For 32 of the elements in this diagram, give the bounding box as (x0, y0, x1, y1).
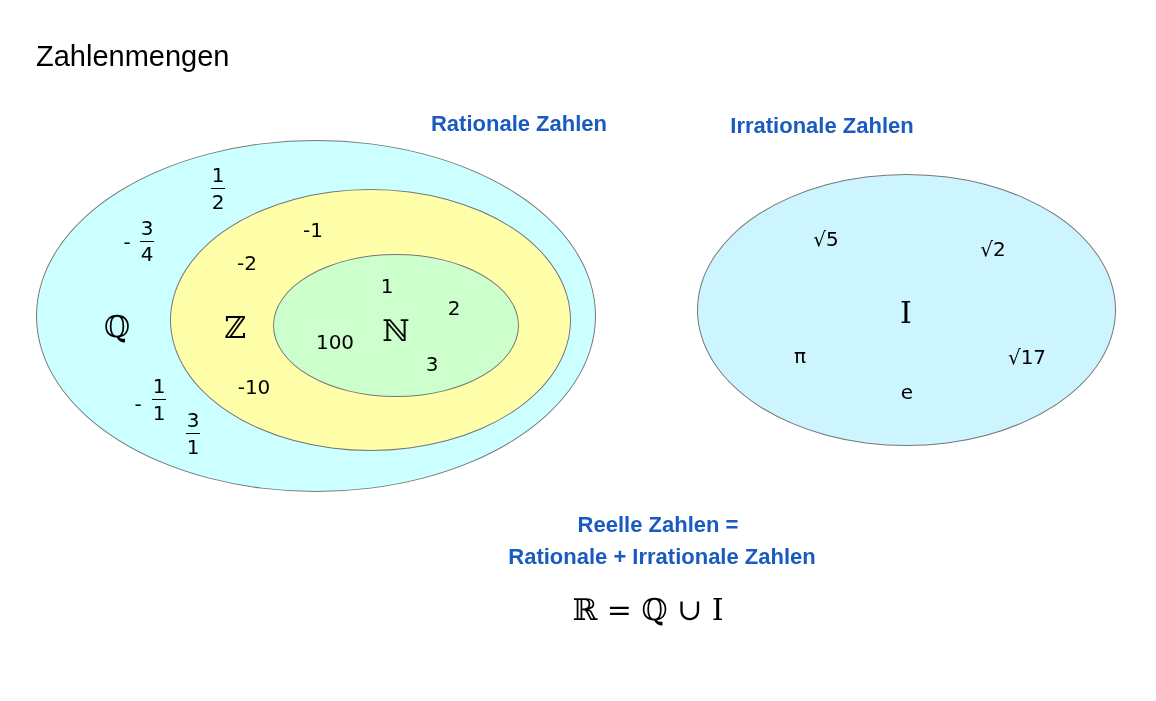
number-label: 4 (140, 244, 154, 264)
number-label: π (794, 346, 806, 366)
formula: ℝ = ℚ ∪ I (572, 595, 724, 625)
title: Zahlenmengen (36, 42, 230, 71)
number-label: √17 (1007, 347, 1047, 367)
number-label: -1 (303, 220, 323, 240)
number-label: 2 (211, 192, 225, 212)
number-label: √5 (813, 229, 839, 249)
set-symbol: ℕ (382, 316, 410, 346)
number-label: e (900, 382, 914, 402)
number-label: √2 (980, 239, 1006, 259)
number-label: 1 (211, 165, 225, 185)
number-label: 3 (140, 218, 154, 238)
set-heading: Irrationale Zahlen (730, 115, 914, 137)
number-label: 1 (152, 376, 166, 396)
set-symbol: ℚ (103, 312, 131, 342)
number-label: -2 (237, 253, 257, 273)
set-heading: Rationale + Irrationale Zahlen (508, 546, 816, 568)
number-label: 3 (425, 354, 439, 374)
number-label: 1 (186, 437, 200, 457)
number-label: 2 (447, 298, 461, 318)
number-label: - (134, 394, 142, 414)
number-label: 100 (315, 332, 355, 352)
number-label: 3 (186, 410, 200, 430)
set-symbol: ℤ (224, 313, 246, 343)
set-heading: Rationale Zahlen (431, 113, 607, 135)
set-heading: Reelle Zahlen = (577, 514, 739, 536)
number-label: 1 (152, 403, 166, 423)
number-label: 1 (380, 276, 394, 296)
number-label: - (123, 232, 131, 252)
number-label: -10 (237, 377, 271, 397)
set-symbol: I (900, 298, 912, 328)
